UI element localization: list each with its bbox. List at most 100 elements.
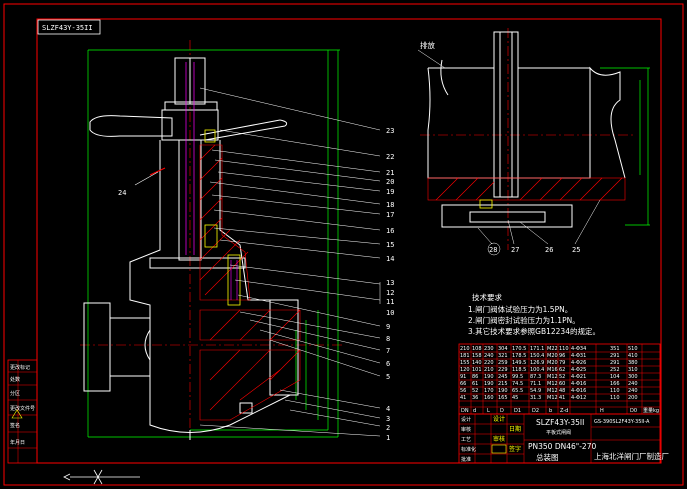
detail-part-26: 26 [545,246,553,254]
technical-notes: 技术要求 1.闸门阀体试验压力为1.5PN。 2.闸门阀密封试验压力为1.1PN… [468,292,600,336]
spec-cell: 65.5 [512,388,523,394]
spec-cell: 96 [559,353,565,359]
spec-cell: 215 [498,381,508,387]
spec-cell: 52 [472,388,478,394]
spec-cell: 118.5 [512,367,526,373]
part-label-7: 7 [386,347,390,355]
part-label-23: 23 [386,127,394,135]
spec-cell: 351 [610,346,620,352]
spec-cell: 4-Φ21 [571,374,586,380]
spec-cell: 304 [498,346,508,352]
spec-cell: 61 [472,381,478,387]
part-label-10: 10 [386,309,394,317]
title-block: SLZF43Y-35II 平板式闸阀 PN350 DN46"-270 总装图 G… [458,413,669,464]
part-label-4: 4 [386,405,390,413]
part-label-11: 11 [386,298,394,306]
spec-cell: 4-Φ31 [571,353,586,359]
spec-cell: 4-Φ16 [571,381,586,387]
spec-cell: 4-Φ12 [571,395,586,401]
spec-cell: 166 [610,381,620,387]
note-3: 3.其它技术要求参照GB12234的规定。 [468,326,600,336]
spec-cell: M16 [547,367,558,373]
part-label-22: 22 [386,153,394,161]
tb-mini-1: 审核 [493,435,505,443]
part-label-2: 2 [386,424,390,432]
spec-cell: 86 [472,374,478,380]
spec-cell: 91 [460,374,466,380]
part-label-14: 14 [386,255,394,263]
note-1: 1.闸门阀体试验压力为1.5PN。 [468,304,572,314]
spec-cell: 240 [628,388,638,394]
spec-cell: 41 [559,395,565,401]
tb-mini-0: 设计 [493,415,505,423]
spec-cell: 210 [460,346,470,352]
spec-cell: M12 [547,395,558,401]
spec-cell: 62 [559,367,565,373]
spec-cell: 321 [498,353,508,359]
spec-cell: 210 [484,367,494,373]
spec-cell: 4-Φ16 [571,388,586,394]
spec-cell: 110 [610,388,620,394]
tb-label-0: 设计 [461,416,471,423]
spec-cell: 41 [460,395,466,401]
part-label-16: 16 [386,227,394,235]
spec-cell: 126.9 [530,360,544,366]
part-label-20: 20 [386,178,394,186]
tb-label-3: 标准化 [461,446,476,453]
part-label-18: 18 [386,201,394,209]
spec-cell: 52 [559,374,565,380]
spec-cell: 291 [610,360,620,366]
strip-label-1: 处数 [10,376,20,383]
spec-cell: 120 [460,367,470,373]
spec-cell: M22 [547,346,558,352]
spec-cell: 165 [498,395,508,401]
detail-part-27: 27 [511,246,519,254]
spec-cell: 190 [484,381,494,387]
spec-cell: 140 [472,360,482,366]
tb-label-4: 批准 [461,456,471,463]
part-label-13: 13 [386,279,394,287]
spec-cell: 200 [628,395,638,401]
spec-cell: 170 [484,388,494,394]
detail-label: 排放 [420,40,435,50]
spec-header-cell: D2 [532,408,539,414]
spec-cell: 380 [628,360,638,366]
spec-header-cell: H [600,408,604,414]
spec-cell: 245 [498,374,508,380]
spec-cell: 310 [628,367,638,373]
spec-header-cell: Z-d [560,408,568,414]
spec-cell: 149.5 [512,360,526,366]
spec-header-cell: L [487,408,490,414]
spec-cell: 104 [610,374,620,380]
spec-cell: 101 [472,367,482,373]
strip-label-5: 年月日 [10,439,25,446]
spec-header-cell: D [500,408,504,414]
part-label-19: 19 [386,188,394,196]
tb-label-2: 工艺 [461,437,471,443]
spec-header-cell: DN [461,408,469,414]
strip-label-3: 更改文件号 [10,405,35,412]
spec-cell: 110 [610,395,620,401]
spec-cell: 87.3 [530,374,541,380]
spec-cell: 36 [472,395,478,401]
spec-cell: 259 [498,360,508,366]
spec-cell: 158 [472,353,482,359]
tb-label-1: 审核 [461,426,471,433]
part-label-12: 12 [386,289,394,297]
spec-cell: 48 [559,388,565,394]
tb-model: SLZF43Y-35II [536,418,584,427]
revision-strip: 更改标记 处数 分区 更改文件号 签名 年月日 [7,359,38,464]
spec-cell: 108 [472,346,482,352]
spec-cell: M20 [547,360,558,366]
part-label-17: 17 [386,211,394,219]
spec-cell: 510 [628,346,638,352]
spec-cell: 178.5 [512,353,526,359]
spec-cell: 54.9 [530,388,541,394]
tb-drawing-no: GS-390SL2F43Y-35II-A [594,419,650,425]
part-label-24: 24 [118,189,126,197]
title-tag-box [37,19,101,35]
valve-section-view: 24 23 2 [80,40,394,442]
tb-mini-3: 签字 [509,445,521,453]
